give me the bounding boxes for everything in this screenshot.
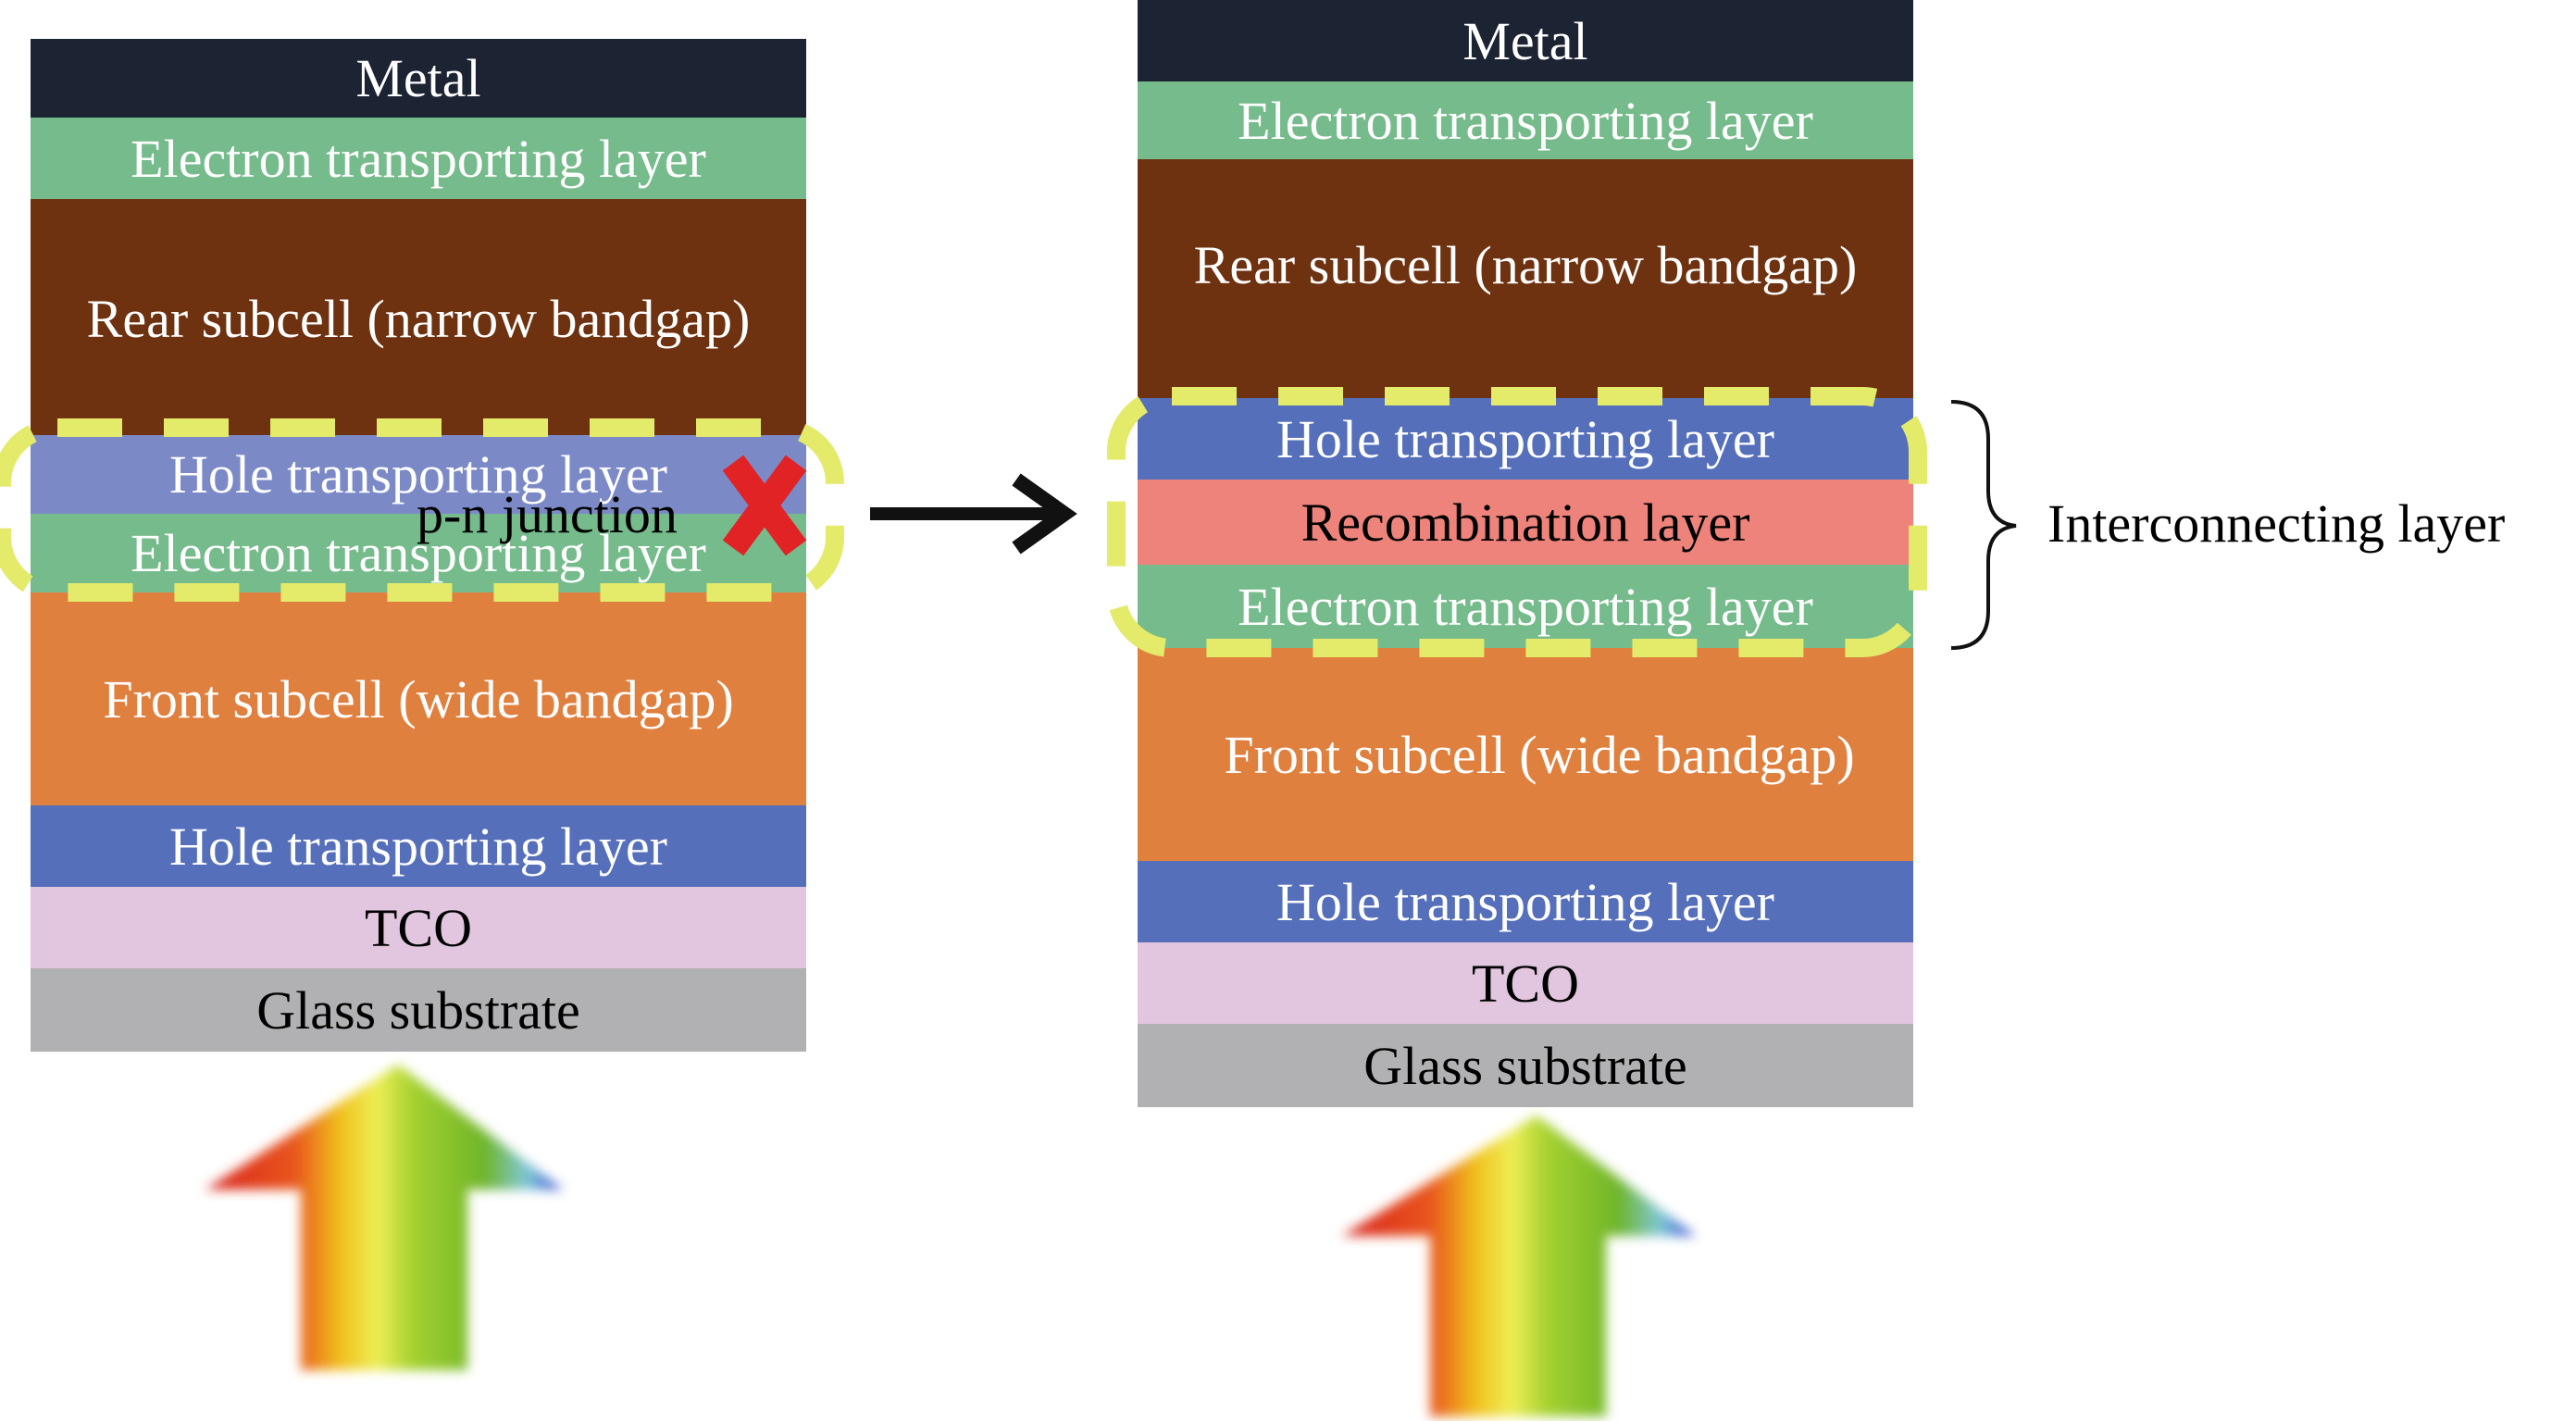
- hole-transport-layer-bottom: Hole transporting layer: [31, 805, 806, 887]
- junction-dashed-highlight: [0, 418, 844, 602]
- interconnect-dashed-highlight: [1107, 387, 1927, 657]
- glass-substrate-layer: Glass substrate: [1138, 1024, 1913, 1107]
- right-stack: Metal Electron transporting layer Rear s…: [1138, 0, 1913, 1107]
- hole-transport-layer-bottom: Hole transporting layer: [1138, 861, 1913, 942]
- light-spectrum-arrow-icon: [205, 1065, 563, 1370]
- hole-transport-layer-middle: Hole transporting layer: [1138, 398, 1913, 480]
- metal-layer: Metal: [31, 39, 806, 118]
- arrow-right-icon: [870, 473, 1077, 555]
- glass-substrate-layer: Glass substrate: [31, 968, 806, 1052]
- tco-layer: TCO: [1138, 942, 1913, 1024]
- hole-transport-layer-middle: Hole transporting layer: [31, 435, 806, 514]
- light-spectrum-arrow-icon: [1342, 1116, 1696, 1416]
- front-subcell-layer: Front subcell (wide bandgap): [1138, 648, 1913, 861]
- electron-transport-layer: Electron transporting layer: [31, 118, 806, 199]
- front-subcell-layer: Front subcell (wide bandgap): [31, 592, 806, 805]
- cross-icon: [722, 455, 807, 556]
- electron-transport-layer-middle: Electron transporting layer: [1138, 565, 1913, 648]
- interconnecting-layer-label: Interconnecting layer: [2047, 493, 2506, 554]
- electron-transport-layer: Electron transporting layer: [1138, 81, 1913, 159]
- recombination-layer: Recombination layer: [1138, 480, 1913, 565]
- electron-transport-layer-middle: Electron transporting layer: [31, 514, 806, 592]
- metal-layer: Metal: [1138, 0, 1913, 81]
- rear-subcell-layer: Rear subcell (narrow bandgap): [1138, 159, 1913, 398]
- pn-junction-label: p-n junction: [417, 484, 678, 544]
- tco-layer: TCO: [31, 887, 806, 968]
- right-brace-icon: [1950, 400, 2017, 650]
